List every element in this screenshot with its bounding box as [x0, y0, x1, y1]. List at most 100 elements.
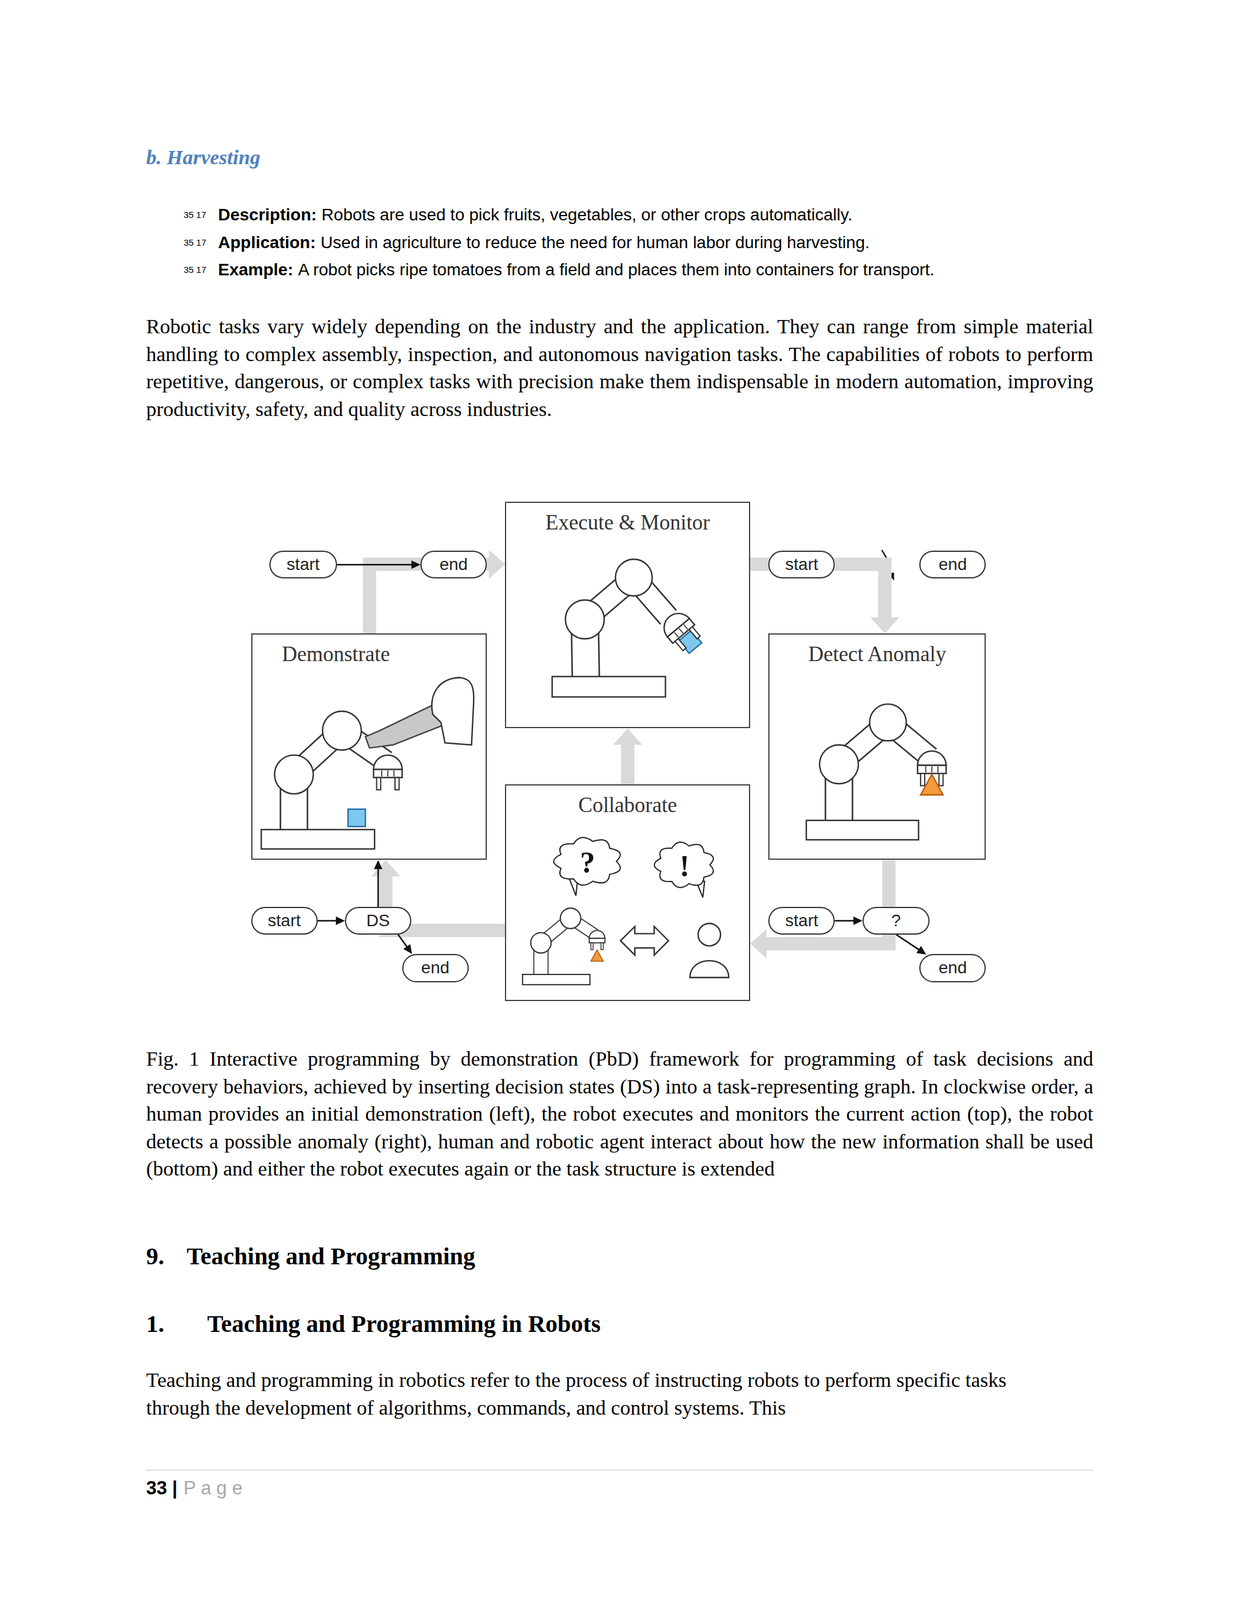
section-heading: Teaching and Programming in Robots [207, 1310, 601, 1338]
arm-link [570, 918, 596, 935]
arrow-head [916, 946, 926, 955]
arm-link [633, 578, 669, 618]
text-block: 9. [146, 1242, 165, 1271]
arm-link [541, 918, 571, 944]
heading-number: 1. [146, 1310, 165, 1338]
gripper-finger [590, 943, 594, 951]
human-forearm [365, 704, 446, 749]
text-block: Teaching and programming in robotics ref… [146, 1366, 1053, 1422]
arrow-head [870, 617, 900, 634]
box-title: Detect Anomaly [769, 642, 985, 668]
thought-bubble: ? [552, 834, 624, 896]
gripper-finger [600, 943, 604, 951]
node-label: end [420, 959, 450, 978]
text-block: Robotic tasks vary widely depending on t… [146, 312, 1094, 423]
text-block: b. Harvesting [146, 146, 261, 170]
arrow-head [403, 944, 412, 955]
gripper-body [917, 751, 946, 766]
gripper [917, 751, 946, 786]
arm-link [584, 619, 586, 679]
arm-link [584, 578, 634, 620]
arm-link [633, 578, 669, 618]
connector-line [398, 934, 408, 949]
arm-link [294, 730, 342, 775]
robot-base [806, 820, 919, 841]
decision-pill: DS [344, 907, 412, 935]
node-label: ? [891, 912, 902, 931]
connector-line [834, 920, 855, 923]
arrow-head [371, 860, 401, 877]
arrow-head [887, 572, 894, 582]
gripper-body [373, 769, 402, 778]
arrow-line [834, 563, 870, 566]
arm-link [838, 722, 888, 765]
double-arrow [620, 927, 669, 956]
arm-link [838, 722, 888, 765]
lightning-bolt [881, 550, 893, 577]
arm-link [533, 943, 549, 977]
connector-line [317, 920, 338, 923]
gripper-body [373, 755, 402, 771]
box-title: Demonstrate [252, 642, 486, 668]
arm-link [341, 730, 386, 762]
state-pill: ? [862, 907, 931, 935]
text-block: Teaching and Programming in Robots [207, 1310, 601, 1339]
gripper-body [589, 930, 606, 939]
stage-box: Collaborate?! [504, 784, 751, 1001]
connector-line [896, 934, 920, 951]
state-pill: end [919, 954, 986, 983]
state-pill: start [768, 907, 835, 935]
arm-joint [274, 755, 314, 795]
gripper-stripe [678, 628, 684, 634]
robot-arm [261, 677, 475, 850]
figure-caption: Fig. 1 Interactive programming by demons… [146, 1047, 1094, 1181]
person-head [698, 923, 721, 946]
box-title: Execute & Monitor [506, 510, 749, 536]
gripper-stripe [387, 770, 389, 777]
text-block: 35 17Description:Robots are used to pick… [183, 205, 853, 225]
blue-block [678, 630, 702, 654]
robot-arm [522, 908, 605, 986]
gripper-stripe [381, 770, 383, 777]
gripper-finger [920, 773, 925, 786]
node-label: ? [579, 847, 595, 878]
gripper-body [667, 619, 695, 644]
arm-link [887, 722, 930, 758]
human-sleeve [431, 677, 474, 746]
gripper [373, 755, 402, 791]
gripper-stripe [931, 766, 933, 773]
text-block: Teaching and Programming [186, 1242, 476, 1271]
arm-link [826, 764, 852, 823]
text-block: 1. [146, 1310, 165, 1339]
gripper-body [589, 938, 606, 943]
arm-joint [322, 711, 362, 751]
chapter-heading: Teaching and Programming [186, 1243, 476, 1271]
arrow-head [613, 728, 643, 745]
gripper-finger [689, 626, 701, 640]
node-label: DS [366, 912, 391, 931]
robot-arm [806, 704, 946, 841]
arm-link [584, 619, 586, 679]
flow-arrow [369, 549, 506, 634]
stage-box: Detect Anomaly [768, 633, 986, 861]
connector-line [620, 742, 635, 785]
arm-link [824, 764, 853, 823]
bubble-cloud [553, 837, 620, 886]
arrow-head [335, 916, 345, 926]
transition-arrow [398, 934, 412, 955]
state-pill: start [251, 907, 318, 935]
gripper-stripe [674, 632, 679, 638]
arm-link [341, 730, 386, 762]
state-pill: end [420, 550, 487, 579]
bullet-text: A robot picks ripe tomatoes from a field… [298, 260, 935, 280]
anomaly-triangle [920, 774, 943, 796]
gripper-finger [675, 639, 687, 652]
gripper-stripe [925, 766, 927, 773]
heading-number: 9. [146, 1243, 165, 1271]
arm-link [570, 918, 596, 935]
arrow-head [867, 560, 877, 569]
bullet-glyph: 35 17 [183, 265, 197, 275]
page-word: P a g e [183, 1477, 243, 1500]
gripper-stripe [683, 625, 688, 630]
section-heading: b. Harvesting [146, 146, 261, 169]
